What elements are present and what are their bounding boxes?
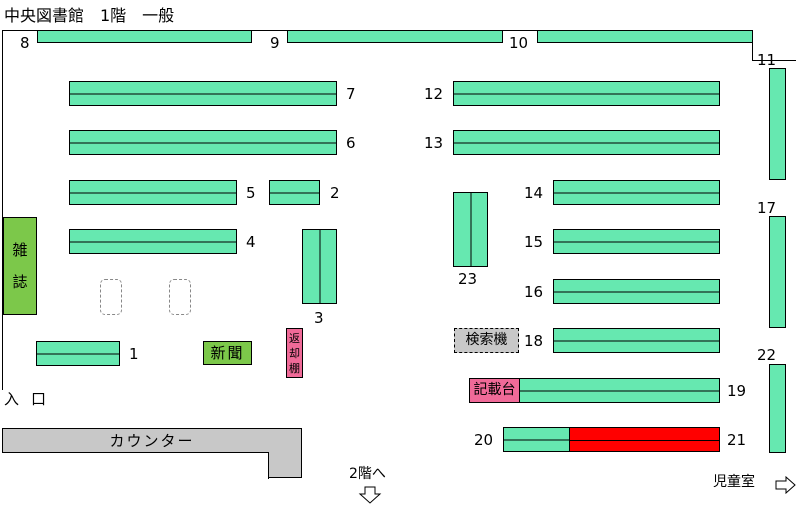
reading-seat-right [169, 279, 191, 315]
shelf-number-8: 8 [20, 34, 30, 52]
shelf-11[interactable] [769, 68, 786, 180]
map-title: 中央図書館 1階 一般 [4, 6, 175, 25]
search-terminal[interactable]: 検索機 [454, 328, 519, 353]
shelf-10[interactable] [537, 30, 753, 43]
return-shelf[interactable]: 返 却 棚 [286, 328, 303, 378]
wall-left-upper [2, 30, 3, 390]
counter-notch [2, 452, 269, 479]
magazine-label-1: 雑 [12, 241, 28, 259]
shelf-18[interactable] [553, 328, 720, 353]
shelf-20[interactable] [503, 427, 570, 452]
shelf-number-11: 11 [757, 51, 777, 69]
shelf-14[interactable] [553, 180, 720, 205]
arrow-down-icon[interactable] [358, 486, 382, 504]
magazine-rack[interactable]: 雑 誌 [3, 217, 37, 315]
shelf-19[interactable] [519, 378, 720, 403]
entrance-label: 入口 [4, 390, 59, 408]
shelf-12[interactable] [453, 81, 720, 106]
shelf-21[interactable] [569, 427, 720, 452]
shelf-7[interactable] [69, 81, 337, 106]
shelf-number-5: 5 [246, 184, 256, 202]
shelf-number-4: 4 [246, 233, 256, 251]
reading-seat-left [100, 279, 122, 315]
shelf-9[interactable] [287, 30, 503, 43]
wall-right-top [752, 60, 796, 61]
shelf-number-21: 21 [727, 431, 747, 449]
shelf-number-17: 17 [757, 199, 777, 217]
shelf-number-16: 16 [524, 283, 544, 301]
writing-desk[interactable]: 記載台 [469, 378, 520, 403]
shelf-13[interactable] [453, 130, 720, 155]
shelf-5[interactable] [69, 180, 237, 205]
shelf-number-20: 20 [474, 431, 494, 449]
shelf-number-13: 13 [424, 134, 444, 152]
newspaper-rack[interactable]: 新聞 [203, 341, 252, 365]
shelf-number-15: 15 [524, 233, 544, 251]
second-floor-label: 2階へ [349, 466, 386, 482]
shelf-1[interactable] [36, 341, 120, 366]
shelf-2[interactable] [269, 180, 320, 205]
shelf-3[interactable] [302, 229, 337, 304]
shelf-number-18: 18 [524, 332, 544, 350]
shelf-number-19: 19 [727, 382, 747, 400]
shelf-number-12: 12 [424, 85, 444, 103]
shelf-15[interactable] [553, 229, 720, 254]
shelf-number-10: 10 [509, 34, 529, 52]
shelf-number-1: 1 [129, 345, 139, 363]
shelf-number-14: 14 [524, 184, 544, 202]
return-label-3: 棚 [289, 361, 300, 375]
shelf-8[interactable] [37, 30, 252, 43]
counter-label: カウンター [109, 432, 195, 450]
shelf-4[interactable] [69, 229, 237, 254]
shelf-number-7: 7 [346, 85, 356, 103]
shelf-number-2: 2 [330, 184, 340, 202]
shelf-17[interactable] [769, 216, 786, 328]
shelf-number-23: 23 [458, 270, 478, 288]
shelf-22[interactable] [769, 364, 786, 453]
shelf-number-6: 6 [346, 134, 356, 152]
shelf-number-9: 9 [270, 34, 280, 52]
shelf-number-3: 3 [314, 309, 324, 327]
arrow-right-icon[interactable] [775, 476, 797, 494]
return-label-1: 返 [289, 331, 300, 345]
wall-right-upper [752, 30, 753, 60]
shelf-16[interactable] [553, 279, 720, 304]
children-room-label: 児童室 [713, 474, 755, 490]
magazine-label-2: 誌 [12, 273, 28, 291]
shelf-23[interactable] [453, 192, 488, 267]
shelf-number-22: 22 [757, 346, 777, 364]
shelf-6[interactable] [69, 130, 337, 155]
return-label-2: 却 [289, 346, 300, 360]
